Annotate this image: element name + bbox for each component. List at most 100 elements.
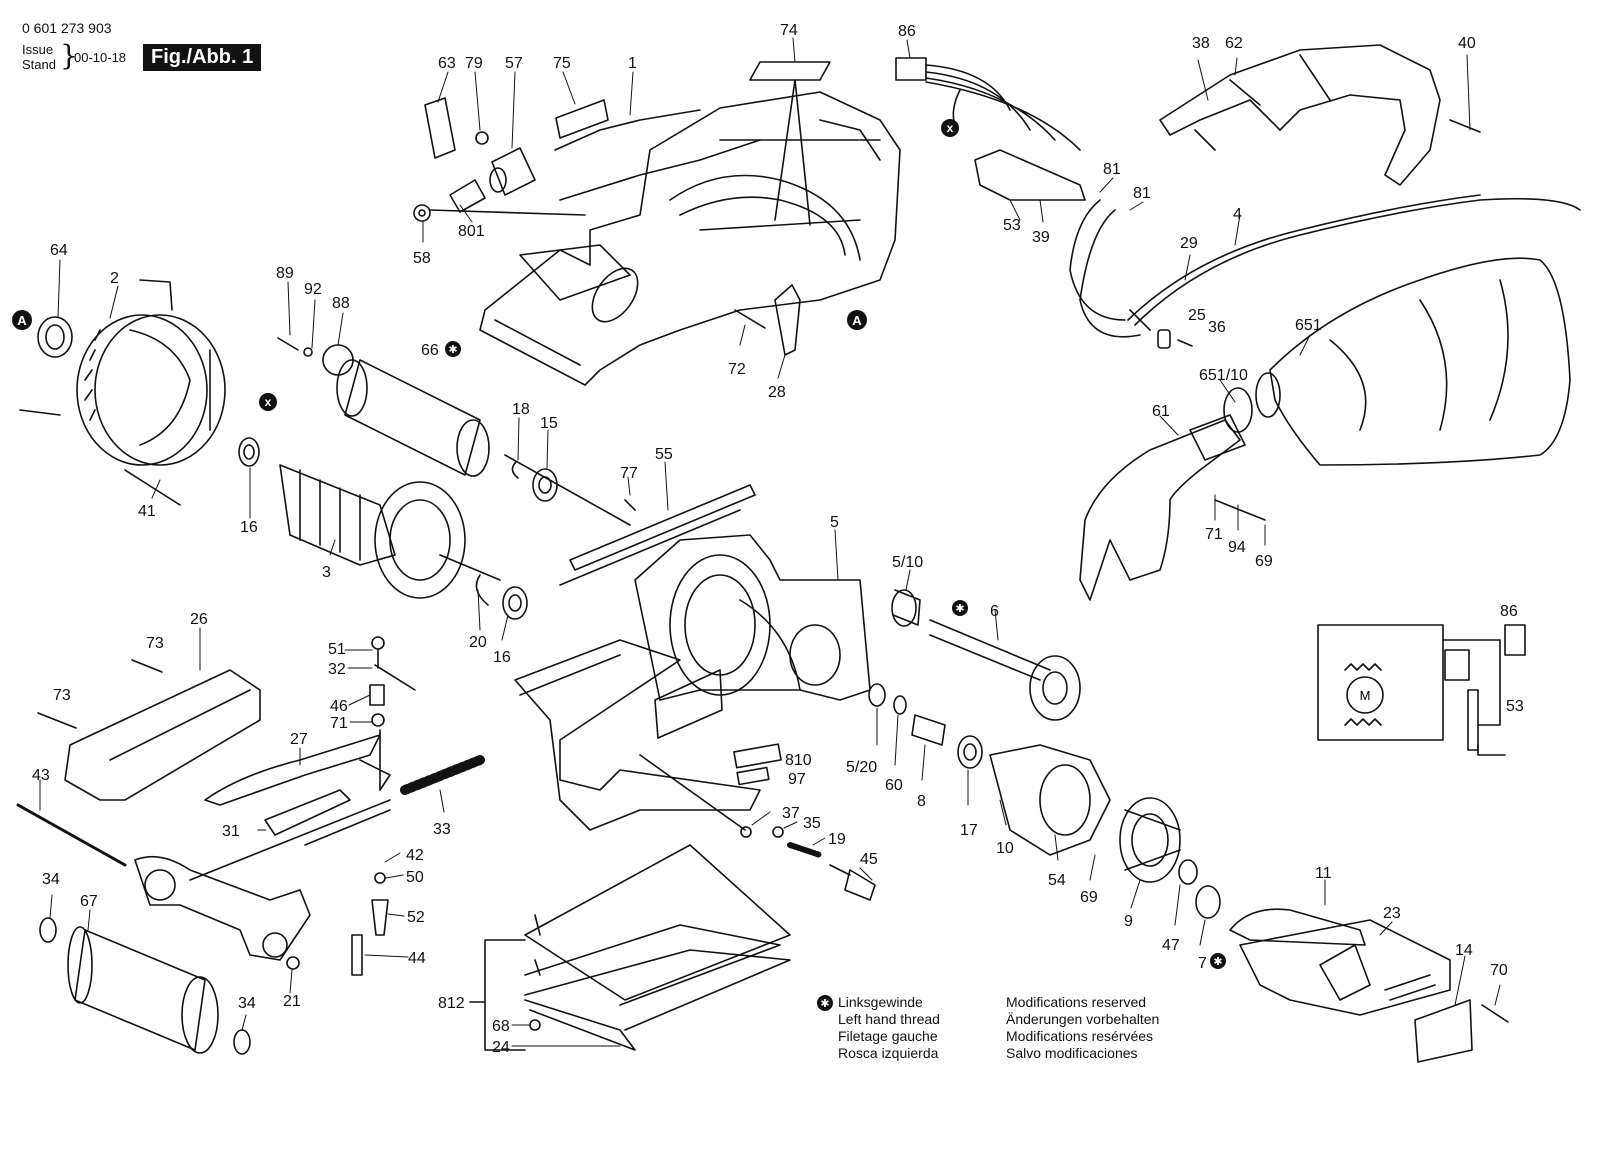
part-number-label: 77	[620, 465, 638, 482]
svg-text:✱: ✱	[955, 603, 964, 615]
part-number-label: 6	[990, 603, 999, 620]
part-number-label: 41	[138, 503, 156, 520]
part-number-label: 23	[1383, 905, 1401, 922]
document-number: 0 601 273 903	[22, 20, 112, 36]
part-number-label: 74	[780, 22, 798, 39]
part-number-label: 39	[1032, 229, 1050, 246]
part-number-label: 3	[322, 564, 331, 581]
part-number-label: 71	[1205, 526, 1223, 543]
issue-label: Issue	[22, 42, 54, 57]
part-number-label: 57	[505, 55, 523, 72]
legend-line: Rosca izquierda	[838, 1045, 939, 1061]
field-coil-part	[76, 314, 226, 466]
part-number-label: 73	[53, 687, 71, 704]
part-number-label: 810	[785, 752, 812, 769]
part-number-label: 46	[330, 698, 348, 715]
part-number-label: 72	[728, 361, 746, 378]
dust-bag-part	[1223, 257, 1571, 466]
modifications-note: Modifications reserved Änderungen vorbeh…	[1006, 994, 1159, 1062]
part-number-label: 35	[803, 815, 821, 832]
part-number-label: 86	[1500, 603, 1518, 620]
part-number-label: 94	[1228, 539, 1246, 556]
legend-line: Linksgewinde	[838, 994, 923, 1010]
part-number-label: 42	[406, 847, 424, 864]
part-number-label: 69	[1255, 553, 1273, 570]
label-plate-74	[749, 61, 831, 81]
part-number-label: 61	[1152, 403, 1170, 420]
part-number-label: 53	[1506, 698, 1524, 715]
part-number-label: 67	[80, 893, 98, 910]
marker-x-top: x	[941, 119, 959, 137]
star-markers	[445, 341, 1226, 969]
roller-part	[67, 926, 219, 1054]
part-number-label: 81	[1133, 185, 1151, 202]
svg-text:x: x	[947, 121, 954, 135]
issue-date: 00-10-18	[74, 50, 127, 65]
part-number-label: 5/20	[846, 759, 877, 776]
part-number-label: 7	[1198, 955, 1207, 972]
armature-part	[279, 464, 501, 599]
svg-text:A: A	[852, 313, 862, 328]
marker-x-left: x	[259, 393, 277, 411]
part-number-label: 10	[996, 840, 1014, 857]
part-number-label: 36	[1208, 319, 1226, 336]
part-number-label: 651/10	[1199, 367, 1248, 384]
part-number-label: 801	[458, 223, 485, 240]
legend-line: Filetage gauche	[838, 1028, 938, 1044]
part-number-label: 31	[222, 823, 240, 840]
belt-cover-part	[1229, 908, 1451, 1016]
part-number-label: 21	[283, 993, 301, 1010]
part-number-label: 34	[238, 995, 256, 1012]
part-number-label: 37	[782, 805, 800, 822]
part-number-label: 16	[493, 649, 511, 666]
part-number-label: 73	[146, 635, 164, 652]
part-number-label: 81	[1103, 161, 1121, 178]
figure-badge: Fig./Abb. 1	[143, 44, 262, 71]
part-number-label: 32	[328, 661, 346, 678]
part-number-label: 8	[917, 793, 926, 810]
note-line: Änderungen vorbehalten	[1006, 1011, 1160, 1027]
part-number-label: 812	[438, 995, 465, 1012]
part-number-label: 26	[190, 611, 208, 628]
part-number-label: 68	[492, 1018, 510, 1035]
star-legend-icon: ✱	[817, 995, 833, 1011]
part-number-label: 29	[1180, 235, 1198, 252]
part-number-label: 58	[413, 250, 431, 267]
part-number-label: 40	[1458, 35, 1476, 52]
part-number-label: 17	[960, 822, 978, 839]
part-number-label: 54	[1048, 872, 1066, 889]
part-number-label: 47	[1162, 937, 1180, 954]
part-number-label: 86	[898, 23, 916, 40]
left-hand-thread-legend: Linksgewinde Left hand thread Filetage g…	[838, 994, 940, 1062]
note-line: Modifications reserved	[1006, 994, 1147, 1010]
part-number-label: 24	[492, 1039, 510, 1056]
part-number-label: 97	[788, 771, 806, 788]
part-number-label: 34	[42, 871, 60, 888]
part-number-label: 75	[553, 55, 571, 72]
part-number-label: 44	[408, 950, 426, 967]
svg-text:✱: ✱	[1213, 956, 1222, 968]
part-number-label: 92	[304, 281, 322, 298]
note-line: Modifications resérvées	[1006, 1028, 1154, 1044]
marker-a-left: A	[12, 310, 32, 330]
legend-line: Left hand thread	[838, 1011, 940, 1027]
housing-part	[479, 91, 901, 386]
motor-symbol: M	[1360, 688, 1371, 703]
part-number-label: 5	[830, 514, 839, 531]
sanding-sheets-part	[524, 844, 791, 1051]
part-number-label: 89	[276, 265, 294, 282]
part-number-label: 50	[406, 869, 424, 886]
part-number-label: 9	[1124, 913, 1133, 930]
part-number-label: 66	[421, 342, 439, 359]
part-number-label: 60	[885, 777, 903, 794]
part-number-label: 70	[1490, 962, 1508, 979]
part-number-label: 52	[407, 909, 425, 926]
part-number-label: 19	[828, 831, 846, 848]
drive-shaft-part	[891, 589, 1081, 721]
part-number-label: 2	[110, 270, 119, 287]
part-number-label: 28	[768, 384, 786, 401]
part-number-label: 15	[540, 415, 558, 432]
part-number-label: 18	[512, 401, 530, 418]
issue-stand-label: Issue Stand	[22, 42, 56, 72]
